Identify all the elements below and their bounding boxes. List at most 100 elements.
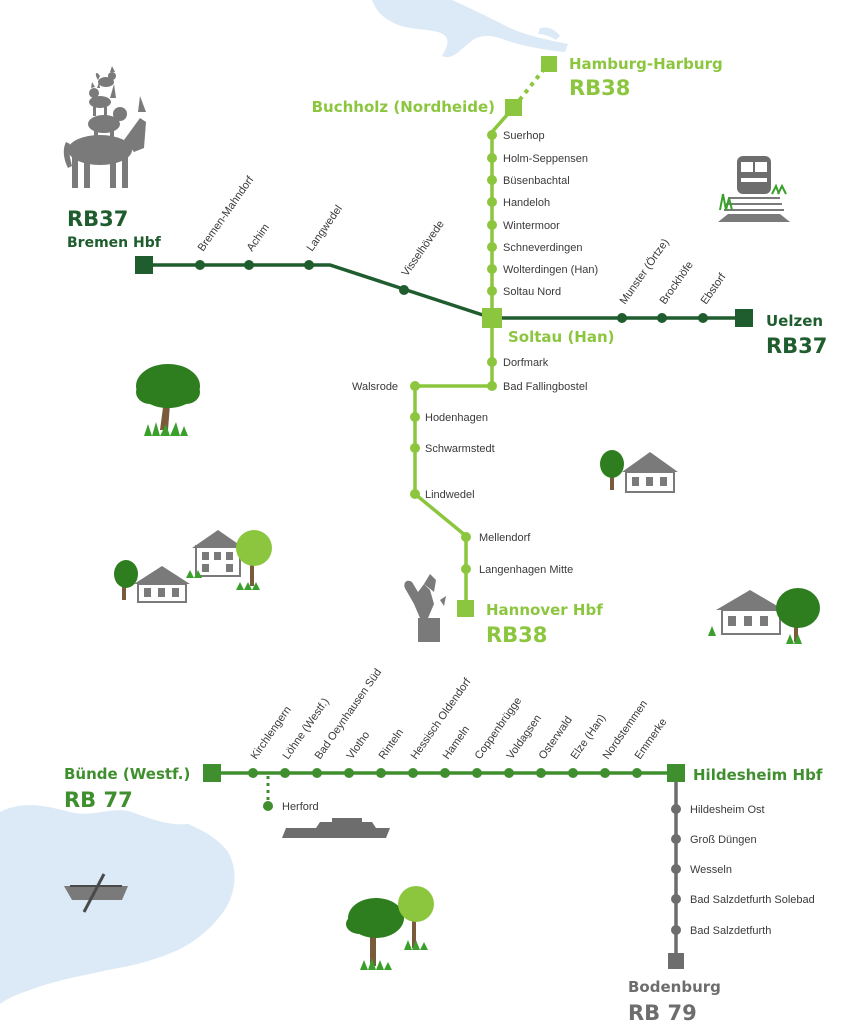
terminus-label-buende: Bünde (Westf.) (64, 765, 190, 783)
station-dot[interactable] (487, 357, 497, 367)
rb77-labels: Kirchlengern Löhne (Westf.) Bad Oeynhaus… (249, 667, 670, 762)
line-label-rb79: RB 79 (628, 1001, 697, 1024)
rb37-stations (195, 260, 708, 323)
station-label: Brockhöfe (658, 259, 696, 306)
terminus-hannover-hbf[interactable] (457, 600, 474, 617)
station-dot[interactable] (632, 768, 642, 778)
station-label: Wesseln (690, 864, 732, 876)
terminus-label-hannover-hbf: Hannover Hbf (486, 601, 603, 619)
station-dot[interactable] (671, 894, 681, 904)
station-label: Ebstorf (699, 271, 729, 307)
junction-buchholz[interactable] (505, 99, 522, 116)
elbe-branch (538, 27, 560, 40)
station-dot[interactable] (248, 768, 258, 778)
line-label-rb38-south: RB38 (486, 623, 547, 647)
station-dot[interactable] (304, 260, 314, 270)
station-label: Wolterdingen (Han) (503, 264, 598, 276)
station-dot[interactable] (671, 864, 681, 874)
terminus-label-uelzen: Uelzen (766, 312, 823, 330)
station-dot[interactable] (410, 381, 420, 391)
station-dot[interactable] (536, 768, 546, 778)
station-dot[interactable] (263, 801, 273, 811)
station-dot[interactable] (410, 443, 420, 453)
rowboat-icon (64, 873, 128, 913)
station-dot[interactable] (568, 768, 578, 778)
station-dot[interactable] (487, 381, 497, 391)
station-label: Hessisch Oldendorf (409, 675, 474, 761)
station-dot[interactable] (657, 313, 667, 323)
station-dot[interactable] (472, 768, 482, 778)
station-label: Soltau Nord (503, 286, 561, 298)
station-dot[interactable] (600, 768, 610, 778)
station-dot[interactable] (487, 153, 497, 163)
station-dot[interactable] (410, 412, 420, 422)
station-dot[interactable] (487, 220, 497, 230)
station-dot[interactable] (440, 768, 450, 778)
terminus-label-bremen-hbf: Bremen Hbf (67, 235, 162, 251)
station-dot[interactable] (399, 285, 409, 295)
rb38-north-labels: Suerhop Holm-Seppensen Büsenbachtal Hand… (503, 130, 598, 298)
house-icon (708, 588, 820, 644)
rb77-stations (248, 768, 642, 811)
tree-icon (346, 886, 434, 970)
station-dot[interactable] (487, 286, 497, 296)
house-icon (600, 450, 678, 493)
station-dot[interactable] (487, 197, 497, 207)
terminus-label-hildesheim-hbf: Hildesheim Hbf (693, 766, 823, 784)
station-dot[interactable] (408, 768, 418, 778)
station-dot[interactable] (312, 768, 322, 778)
station-dot[interactable] (671, 834, 681, 844)
hub-label-soltau: Soltau (Han) (508, 328, 615, 346)
station-label: Rinteln (377, 727, 406, 762)
station-dot[interactable] (344, 768, 354, 778)
rb37-labels: Bremen-Mahndorf Achim Langwedel Visselhö… (196, 173, 729, 306)
terminus-label-bodenburg: Bodenburg (628, 978, 721, 996)
station-dot[interactable] (617, 313, 627, 323)
station-label: Lindwedel (425, 489, 475, 501)
train-icon (718, 156, 790, 222)
terminus-bremen-hbf[interactable] (135, 256, 153, 274)
station-dot[interactable] (504, 768, 514, 778)
station-label: Bad Salzdetfurth Solebad (690, 894, 815, 906)
station-dot[interactable] (487, 175, 497, 185)
rb79-labels: Hildesheim Ost Groß Düngen Wesseln Bad S… (690, 804, 815, 937)
station-dot[interactable] (195, 260, 205, 270)
station-label: Suerhop (503, 130, 545, 142)
station-label: Vlotho (345, 729, 373, 761)
station-dot[interactable] (671, 925, 681, 935)
rb38-stations (410, 130, 497, 574)
station-dot[interactable] (487, 242, 497, 252)
terminus-label-hamburg-harburg: Hamburg-Harburg (569, 55, 723, 73)
terminus-uelzen[interactable] (735, 309, 753, 327)
station-label: Langwedel (305, 203, 345, 253)
station-label: Bad Fallingbostel (503, 381, 587, 393)
station-label: Walsrode (352, 381, 398, 393)
station-dot[interactable] (461, 532, 471, 542)
station-dot[interactable] (461, 564, 471, 574)
station-dot[interactable] (698, 313, 708, 323)
terminus-hildesheim-hbf[interactable] (667, 764, 685, 782)
terminus-bodenburg[interactable] (668, 953, 684, 969)
station-dot[interactable] (410, 489, 420, 499)
ship-icon (282, 818, 390, 838)
station-label: Hameln (441, 724, 473, 762)
terminus-buende[interactable] (203, 764, 221, 782)
bremen-town-musicians-icon (63, 66, 146, 188)
station-dot[interactable] (376, 768, 386, 778)
station-dot[interactable] (280, 768, 290, 778)
station-label-herford: Herford (282, 801, 319, 813)
hub-soltau[interactable] (482, 308, 502, 328)
terminus-hamburg-harburg[interactable] (541, 56, 557, 72)
line-label-rb37-west: RB37 (67, 207, 128, 231)
station-dot[interactable] (244, 260, 254, 270)
station-dot[interactable] (487, 130, 497, 140)
station-dot[interactable] (671, 804, 681, 814)
station-label: Langenhagen Mitte (479, 564, 573, 576)
junction-label-buchholz: Buchholz (Nordheide) (312, 98, 495, 116)
station-label: Wintermoor (503, 220, 560, 232)
station-dot[interactable] (487, 264, 497, 274)
horse-statue-icon (404, 574, 446, 642)
station-label: Bad Salzdetfurth (690, 925, 771, 937)
water-areas (0, 0, 568, 1004)
